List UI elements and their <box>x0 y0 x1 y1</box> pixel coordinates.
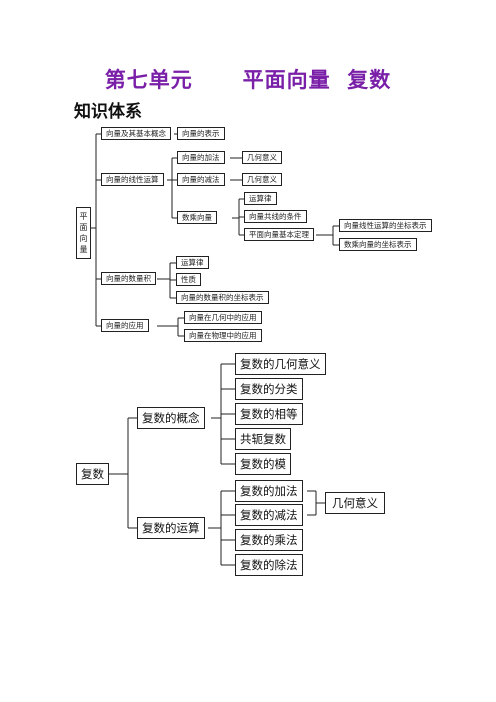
node-dot-product: 向量的数量积 <box>101 272 156 285</box>
node-app-physics: 向量在物理中的应用 <box>184 329 262 342</box>
node-complex-concept: 复数的概念 <box>137 407 205 429</box>
node-vector-subtraction: 向量的减法 <box>177 173 225 186</box>
node-linear-coordinates: 向量线性运算的坐标表示 <box>339 219 432 232</box>
node-applications: 向量的应用 <box>101 319 149 332</box>
node-basic-theorem: 平面向量基本定理 <box>244 228 314 241</box>
node-dot-coordinates: 向量的数量积的坐标表示 <box>176 291 269 304</box>
node-scalar-multiplication: 数乘向量 <box>177 211 217 224</box>
node-add-sub-geometry: 几何意义 <box>325 492 385 514</box>
node-subtraction-geometry: 几何意义 <box>242 173 282 186</box>
node-scalar-coordinates: 数乘向量的坐标表示 <box>339 238 417 251</box>
node-complex-classification: 复数的分类 <box>235 378 303 400</box>
node-app-geometry: 向量在几何中的应用 <box>184 311 262 324</box>
node-dot-rules: 运算律 <box>176 256 209 269</box>
page-title: 第七单元 平面向量 复数 <box>104 68 392 92</box>
section-subtitle: 知识体系 <box>74 102 142 122</box>
node-representation: 向量的表示 <box>177 127 225 140</box>
vector-root-node: 平面向量 <box>76 207 91 259</box>
node-linear-operations: 向量的线性运算 <box>101 173 164 186</box>
node-collinear-condition: 向量共线的条件 <box>244 210 307 223</box>
node-basic-concepts: 向量及其基本概念 <box>101 127 171 140</box>
node-vector-addition: 向量的加法 <box>177 151 225 164</box>
node-complex-operations: 复数的运算 <box>137 517 205 539</box>
node-complex-conjugate: 共轭复数 <box>235 428 291 450</box>
node-complex-subtraction: 复数的减法 <box>235 504 303 526</box>
node-complex-equality: 复数的相等 <box>235 403 303 425</box>
node-addition-geometry: 几何意义 <box>242 151 282 164</box>
node-dot-properties: 性质 <box>176 273 201 286</box>
node-complex-geometric-meaning: 复数的几何意义 <box>235 353 326 375</box>
node-scalar-rules: 运算律 <box>244 192 277 205</box>
node-complex-division: 复数的除法 <box>235 554 303 576</box>
node-complex-modulus: 复数的模 <box>235 453 291 475</box>
complex-root-node: 复数 <box>76 463 109 485</box>
node-complex-multiplication: 复数的乘法 <box>235 529 303 551</box>
node-complex-addition: 复数的加法 <box>235 480 303 502</box>
